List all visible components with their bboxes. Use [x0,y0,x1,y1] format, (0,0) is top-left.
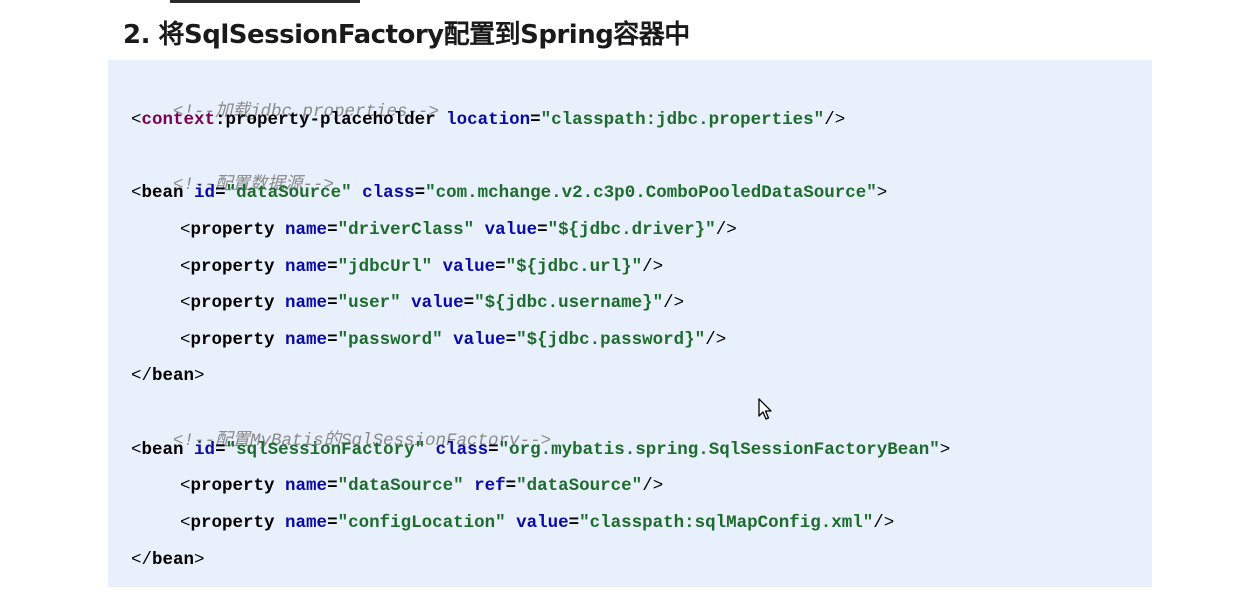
code-comment-load-properties: <!--加载jdbc.properties--> [131,70,439,122]
code-comment-datasource: <!--配置数据源--> [131,143,334,195]
xml-value: "dataSource" [337,476,464,496]
xml-element: property-placeholder [225,110,436,130]
xml-attribute: value [516,513,569,533]
xml-value: "${jdbc.driver}" [547,220,716,240]
code-line-property-placeholder: <context:property-placeholder location="… [131,110,846,130]
xml-element: property [190,476,275,496]
xml-element: bean [141,183,184,203]
xml-attribute: name [285,257,328,277]
xml-element: property [190,293,275,313]
xml-attribute: id [194,440,216,460]
xml-attribute: value [453,330,506,350]
comment-text: <!--加载jdbc.properties--> [173,102,440,122]
code-line-property: <property name="user" value="${jdbc.user… [180,293,685,313]
xml-element: bean [152,366,195,386]
code-line-bean-datasource: <bean id="dataSource" class="com.mchange… [131,183,888,203]
code-line-property: <property name="driverClass" value="${jd… [180,220,737,240]
code-block: <!--加载jdbc.properties--> <context:proper… [108,60,1152,587]
xml-attribute: ref [474,476,506,496]
xml-value: "classpath:sqlMapConfig.xml" [579,513,874,533]
xml-value: "driverClass" [337,220,475,240]
xml-value: "sqlSessionFactory" [225,440,426,460]
xml-value: "dataSource" [516,476,643,496]
xml-value: "configLocation" [337,513,506,533]
xml-value: "user" [337,293,401,313]
xml-attribute: class [435,440,489,460]
xml-value: "${jdbc.username}" [474,293,664,313]
code-line-close-bean: </bean> [131,366,205,386]
code-line-close-bean: </bean> [131,550,205,570]
code-comment-mybatis: <!--配置MyBatis的SqlSessionFactory--> [131,399,551,451]
xml-element: property [190,220,275,240]
xml-attribute: name [285,293,328,313]
xml-value: "classpath:jdbc.properties" [540,110,825,130]
xml-attribute: value [411,293,464,313]
xml-attribute: value [484,220,538,240]
section-heading: 2. 将SqlSessionFactory配置到Spring容器中 [123,20,690,50]
comment-text: <!--配置MyBatis的SqlSessionFactory--> [173,431,552,451]
code-line-property: <property name="configLocation" value="c… [180,513,895,533]
xml-value: "password" [337,330,443,350]
xml-element: property [190,330,275,350]
code-line-property: <property name="dataSource" ref="dataSou… [180,476,664,496]
xml-attribute: id [194,183,216,203]
comment-text: <!--配置数据源--> [173,175,335,195]
xml-element: property [190,513,275,533]
xml-attribute: value [442,257,496,277]
code-line-bean-sqlsessionfactory: <bean id="sqlSessionFactory" class="org.… [131,440,951,460]
xml-element: property [190,257,275,277]
xml-attribute: name [285,513,328,533]
xml-element: bean [152,550,195,570]
xml-attribute: name [285,476,328,496]
xml-value: "org.mybatis.spring.SqlSessionFactoryBea… [498,440,940,460]
xml-value: "dataSource" [225,183,352,203]
xml-attribute: name [285,220,328,240]
previous-section-underline [170,0,360,3]
mouse-pointer-icon [758,398,772,420]
xml-value: "${jdbc.url}" [505,257,643,277]
code-line-property: <property name="jdbcUrl" value="${jdbc.u… [180,257,664,277]
xml-value: "${jdbc.password}" [516,330,706,350]
xml-element: bean [141,440,184,460]
xml-attribute: location [446,110,531,130]
xml-value: "jdbcUrl" [337,257,433,277]
xml-value: "com.mchange.v2.c3p0.ComboPooledDataSour… [425,183,877,203]
code-line-property: <property name="password" value="${jdbc.… [180,330,727,350]
xml-attribute: class [362,183,415,203]
xml-namespace: context [141,110,216,130]
xml-attribute: name [285,330,328,350]
